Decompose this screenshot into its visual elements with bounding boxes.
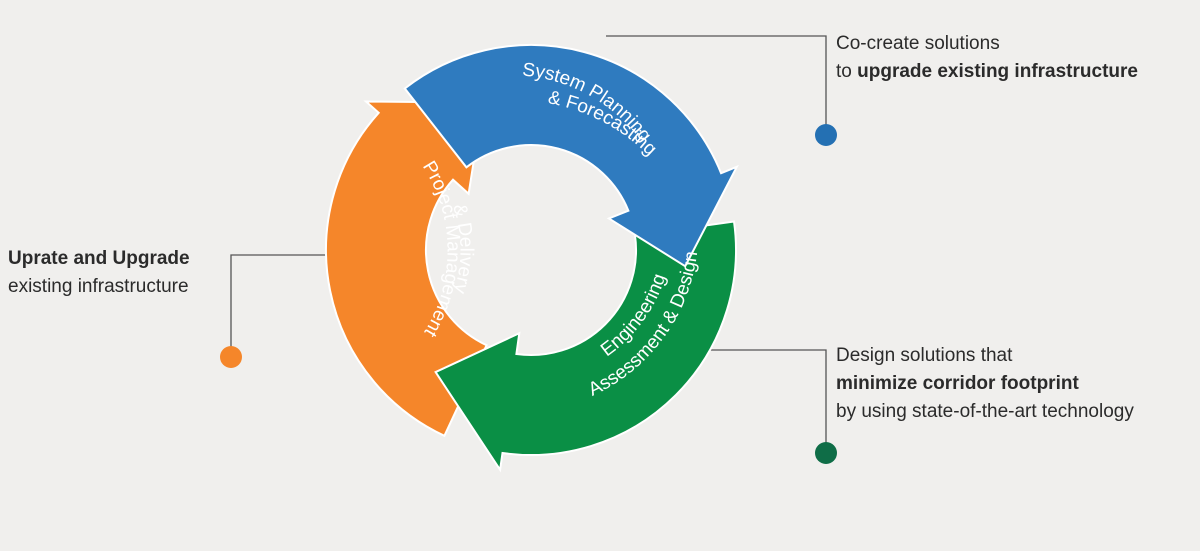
callout-upgrade-line1: Co-create solutions	[836, 33, 1000, 54]
callout-design-line2: minimize corridor footprint	[836, 370, 1134, 398]
leader-line-top	[606, 35, 827, 130]
arrow-engineering	[434, 220, 737, 473]
leader-line-left	[230, 254, 330, 351]
callout-design: Design solutions that minimize corridor …	[836, 342, 1134, 426]
callout-design-line1: Design solutions that	[836, 345, 1013, 366]
callout-design-line3: by using state-of-the-art technology	[836, 401, 1134, 422]
dot-left	[220, 346, 242, 368]
dot-bottom	[815, 442, 837, 464]
callout-upgrade: Co-create solutions to upgrade existing …	[836, 30, 1138, 86]
callout-upgrade-prefix: to	[836, 61, 858, 82]
dot-top	[815, 124, 837, 146]
callout-uprate: Uprate and Upgrade existing infrastructu…	[8, 245, 190, 301]
callout-upgrade-line2: to upgrade existing infrastructure	[836, 58, 1138, 86]
leader-line-bottom	[697, 349, 827, 448]
callout-uprate-bold: Uprate and Upgrade	[8, 248, 190, 269]
callout-uprate-line1: Uprate and Upgrade	[8, 245, 190, 273]
callout-design-bold: minimize corridor footprint	[836, 373, 1079, 394]
callout-upgrade-bold: upgrade existing infrastructure	[857, 61, 1138, 82]
arrow-project-management	[325, 100, 488, 438]
callout-uprate-line2: existing infrastructure	[8, 276, 189, 297]
arrow-planning	[403, 44, 739, 268]
